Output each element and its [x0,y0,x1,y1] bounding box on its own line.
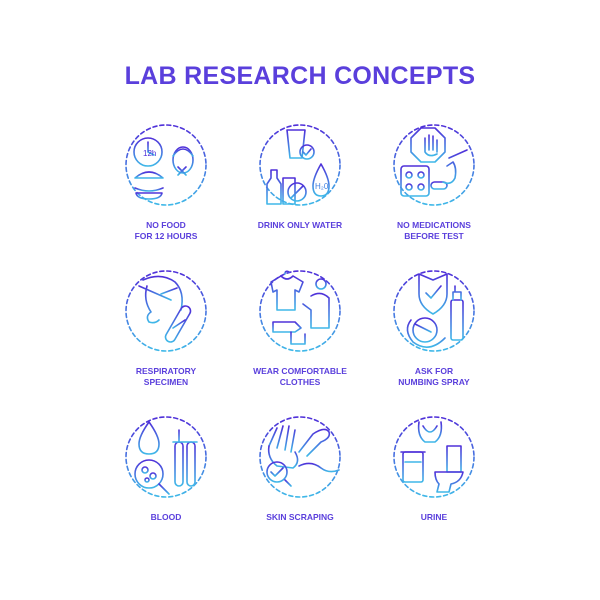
tshirt-rolled-sleeve-icon [259,270,341,352]
fasting-clock-burger-icon: 12h [125,124,207,206]
concept-label: ASK FOR NUMBING SPRAY [398,366,470,387]
concept-label: URINE [420,512,448,522]
blood-drop-tubes-icon [125,416,207,498]
shield-spray-bottle-icon [393,270,475,352]
concept-no-food: 12h NO FOOD FOR 12 HOURS [91,120,241,242]
concept-urine: URINE [359,412,509,523]
concept-no-medications: NO MEDICATIONS BEFORE TEST [359,120,509,242]
concept-label: WEAR COMFORTABLE CLOTHES [253,366,347,387]
nasal-swab-test-tube-icon [125,270,207,352]
concept-label: NO MEDICATIONS BEFORE TEST [397,220,471,241]
icon-text-h2o: H₂0 [315,182,329,191]
concept-label: DRINK ONLY WATER [257,220,343,230]
concept-respiratory-specimen: RESPIRATORY SPECIMEN [91,266,241,388]
hand-scalpel-magnifier-icon [259,416,341,498]
concept-label: SKIN SCRAPING [266,512,334,522]
concept-drink-water: H₂0 DRINK ONLY WATER [225,120,375,231]
concept-label: NO FOOD FOR 12 HOURS [134,220,198,241]
concept-label: BLOOD [150,512,182,522]
concept-numbing-spray: ASK FOR NUMBING SPRAY [359,266,509,388]
icon-text-12h: 12h [143,149,156,158]
concept-label: RESPIRATORY SPECIMEN [135,366,197,387]
concept-skin-scraping: SKIN SCRAPING [225,412,375,523]
water-glass-bottles-icon: H₂0 [259,124,341,206]
concept-comfortable-clothes: WEAR COMFORTABLE CLOTHES [225,266,375,388]
page-title: LAB RESEARCH CONCEPTS [124,62,476,90]
no-pills-hand-icon [393,124,475,206]
bladder-cup-toilet-icon [393,416,475,498]
concept-blood: BLOOD [91,412,241,523]
